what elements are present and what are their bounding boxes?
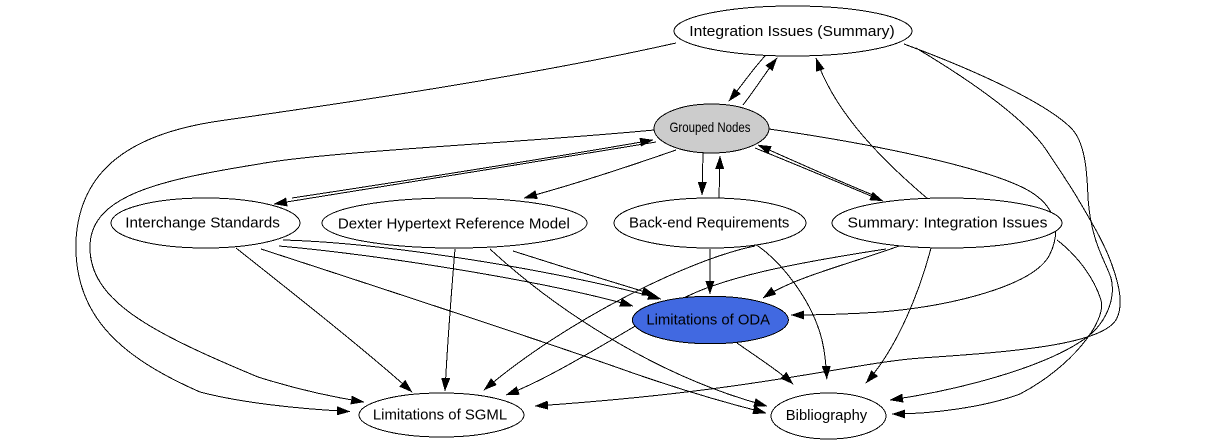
svg-text:Dexter Hypertext Reference Mod: Dexter Hypertext Reference Model — [338, 215, 570, 232]
svg-text:Integration Issues (Summary): Integration Issues (Summary) — [689, 23, 895, 40]
svg-text:Limitations of ODA: Limitations of ODA — [646, 312, 770, 329]
svg-text:Back-end Requirements: Back-end Requirements — [629, 215, 789, 232]
svg-text:Limitations of SGML: Limitations of SGML — [373, 407, 507, 424]
svg-text:Interchange Standards: Interchange Standards — [125, 215, 280, 232]
svg-text:Bibliography: Bibliography — [786, 407, 868, 424]
svg-text:Grouped Nodes: Grouped Nodes — [670, 119, 751, 135]
svg-text:Summary: Integration Issues: Summary: Integration Issues — [848, 215, 1048, 232]
